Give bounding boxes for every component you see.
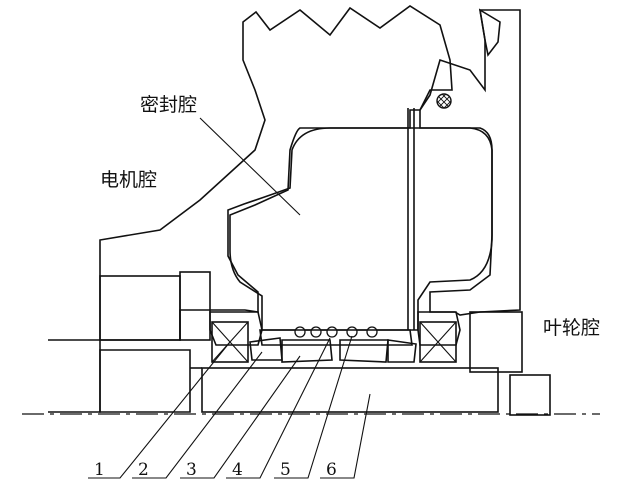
right-impeller-block bbox=[469, 311, 551, 416]
part-number-1: 1 bbox=[94, 460, 105, 480]
seal-cavity-region bbox=[229, 127, 493, 331]
main-shaft bbox=[190, 367, 499, 413]
part-number-3: 3 bbox=[186, 460, 197, 480]
housing-body bbox=[99, 5, 521, 341]
part-number-5: 5 bbox=[280, 460, 291, 480]
seal-assembly bbox=[209, 311, 461, 363]
seal-cavity-label: 密封腔 bbox=[140, 94, 197, 116]
impeller-cavity-label: 叶轮腔 bbox=[543, 317, 600, 339]
o-ring bbox=[436, 93, 452, 109]
left-shaft-stub bbox=[48, 339, 191, 413]
part-number-2: 2 bbox=[138, 460, 149, 480]
left-stator-block bbox=[99, 271, 211, 341]
part-number-6: 6 bbox=[326, 460, 337, 480]
leader-lines bbox=[88, 117, 371, 479]
part-number-4: 4 bbox=[232, 460, 243, 480]
motor-cavity-label: 电机腔 bbox=[100, 169, 157, 191]
